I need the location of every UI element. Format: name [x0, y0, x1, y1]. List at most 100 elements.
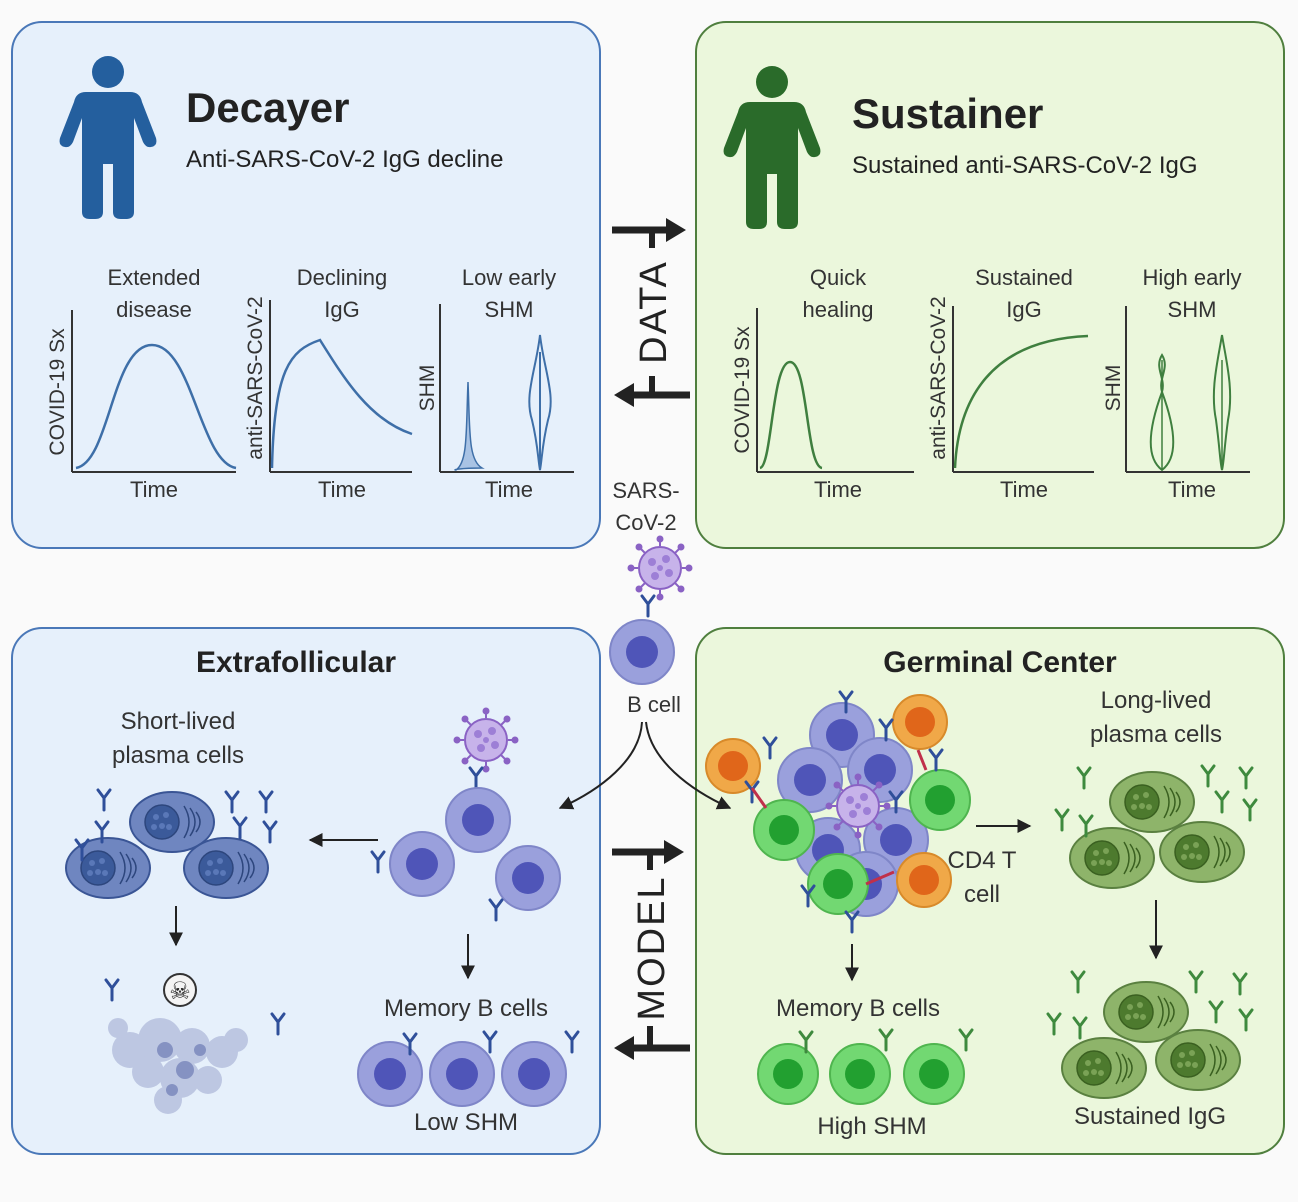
cd4-t-cell [896, 852, 952, 908]
plot-title-line1: Declining [297, 265, 388, 290]
low-shm-label: Low SHM [414, 1109, 518, 1136]
y-axis-label: anti-SARS-CoV-2 [927, 296, 950, 459]
plot-title-line2: IgG [324, 297, 359, 322]
memory-b-cell [429, 1041, 495, 1107]
apoptotic-debris-dark [157, 1042, 206, 1096]
decayer-panel [11, 21, 601, 549]
cd4-t-cell [892, 694, 948, 750]
sustainer-subtitle: Sustained anti-SARS-CoV-2 IgG [852, 152, 1198, 179]
plot-title-line2: SHM [1168, 297, 1217, 322]
plot-title-line2: SHM [485, 297, 534, 322]
data-arrow-left-head [614, 383, 634, 407]
gc-selected-b-cell [909, 769, 971, 831]
cd4-t-cell [705, 738, 761, 794]
igg-decline-curve [270, 338, 413, 469]
memory-b-cell [357, 1041, 423, 1107]
b-cell-icon [609, 619, 675, 685]
x-axis-label: Time [130, 477, 178, 502]
decayer-plot-igg: Declining IgG anti-SARS-CoV-2 Time [244, 265, 413, 502]
long-lived-label-line1: Long-lived [1101, 687, 1212, 714]
gc-memory-label: Memory B cells [776, 995, 940, 1022]
tcr-interactions [750, 749, 928, 886]
arrow-to-extrafollicular [558, 721, 643, 810]
germinal-center-cluster [705, 690, 971, 934]
model-arrows: MODEL [612, 840, 690, 1060]
plot-title-line1: Low early [462, 265, 556, 290]
y-axis-label: COVID-19 Sx [731, 326, 754, 454]
activated-b-cell [445, 787, 511, 853]
x-axis-label: Time [318, 477, 366, 502]
x-axis-label: Time [1168, 477, 1216, 502]
activated-b-cell [389, 831, 455, 897]
plot-title-line1: Quick [810, 265, 867, 290]
skull-icon-circle [163, 973, 197, 1007]
memory-b-cell [829, 1043, 891, 1105]
data-label: DATA [633, 260, 675, 364]
long-lived-label-line2: plasma cells [1090, 721, 1222, 748]
plot-title-line2: disease [116, 297, 192, 322]
symptom-curve [759, 360, 823, 470]
germinal-center-title: Germinal Center [883, 646, 1117, 679]
sars-cov-2-icon [825, 773, 891, 839]
short-lived-label-line2: plasma cells [112, 742, 244, 769]
x-axis-label: Time [1000, 477, 1048, 502]
skull-icon: ☠ [169, 978, 191, 1005]
plot-title-line1: High early [1142, 265, 1241, 290]
sustainer-plot-symptoms: Quick healing COVID-19 Sx Time [731, 265, 914, 502]
long-lived-plasma-cell [1069, 827, 1155, 889]
antibody-icon [640, 594, 656, 618]
extrafollicular-memory-label: Memory B cells [384, 995, 548, 1022]
sars-cov-2-icon [627, 535, 693, 601]
gc-selected-b-cell [807, 853, 869, 915]
symptom-curve [75, 343, 237, 470]
b-cell-label: B cell [627, 692, 681, 717]
sustained-plasma-cell [1155, 1029, 1241, 1091]
extrafollicular-title: Extrafollicular [196, 646, 396, 679]
short-lived-plasma-cell [65, 837, 151, 899]
sustained-plasma-cell [1061, 1037, 1147, 1099]
x-axis-label: Time [485, 477, 533, 502]
early-shm-violin [454, 381, 485, 471]
sustainer-panel [695, 21, 1285, 549]
y-axis-label: COVID-19 Sx [46, 328, 69, 456]
memory-b-cell [757, 1043, 819, 1105]
sustainer-title: Sustainer [852, 90, 1043, 137]
gc-selected-b-cell [753, 799, 815, 861]
short-lived-label-line1: Short-lived [121, 708, 236, 735]
decayer-plot-symptoms: Extended disease COVID-19 Sx Time [46, 265, 237, 502]
x-axis-label: Time [814, 477, 862, 502]
model-label: MODEL [631, 875, 673, 1020]
memory-b-cell [501, 1041, 567, 1107]
model-arrow-right-head [664, 840, 684, 864]
short-lived-plasma-cell [183, 837, 269, 899]
sustained-igg-label: Sustained IgG [1074, 1103, 1226, 1130]
sustainer-plot-igg: Sustained IgG anti-SARS-CoV-2 Time [927, 265, 1094, 502]
plot-title-line2: healing [803, 297, 874, 322]
decayer-title: Decayer [186, 84, 349, 131]
decayer-subtitle: Anti-SARS-CoV-2 IgG decline [186, 146, 503, 173]
plot-title-line2: IgG [1006, 297, 1041, 322]
virus-label-line1: SARS- [612, 478, 679, 503]
long-lived-plasma-cell [1159, 821, 1245, 883]
igg-sustained-curve [953, 334, 1089, 469]
sustained-plasma-cell [1103, 981, 1189, 1043]
arrow-to-germinal-center [645, 721, 732, 810]
long-lived-plasma-cell [1109, 771, 1195, 833]
sars-cov-2-icon [453, 707, 519, 773]
sustainer-plot-shm: High early SHM SHM Time [1102, 265, 1250, 502]
plot-title-line1: Extended [108, 265, 201, 290]
data-arrow-right-head [666, 218, 686, 242]
plot-title-line1: Sustained [975, 265, 1073, 290]
cd4-label-line1: CD4 T [948, 847, 1017, 874]
activated-b-cell [495, 845, 561, 911]
memory-b-cell [903, 1043, 965, 1105]
y-axis-label: SHM [416, 365, 439, 412]
decayer-plot-shm: Low early SHM SHM Time [416, 265, 574, 502]
data-arrows: DATA [612, 218, 690, 407]
high-shm-label: High SHM [817, 1113, 926, 1140]
y-axis-label: SHM [1102, 365, 1125, 412]
model-arrow-left-head [614, 1036, 634, 1060]
cd4-label-line2: cell [964, 881, 1000, 908]
y-axis-label: anti-SARS-CoV-2 [244, 296, 267, 459]
